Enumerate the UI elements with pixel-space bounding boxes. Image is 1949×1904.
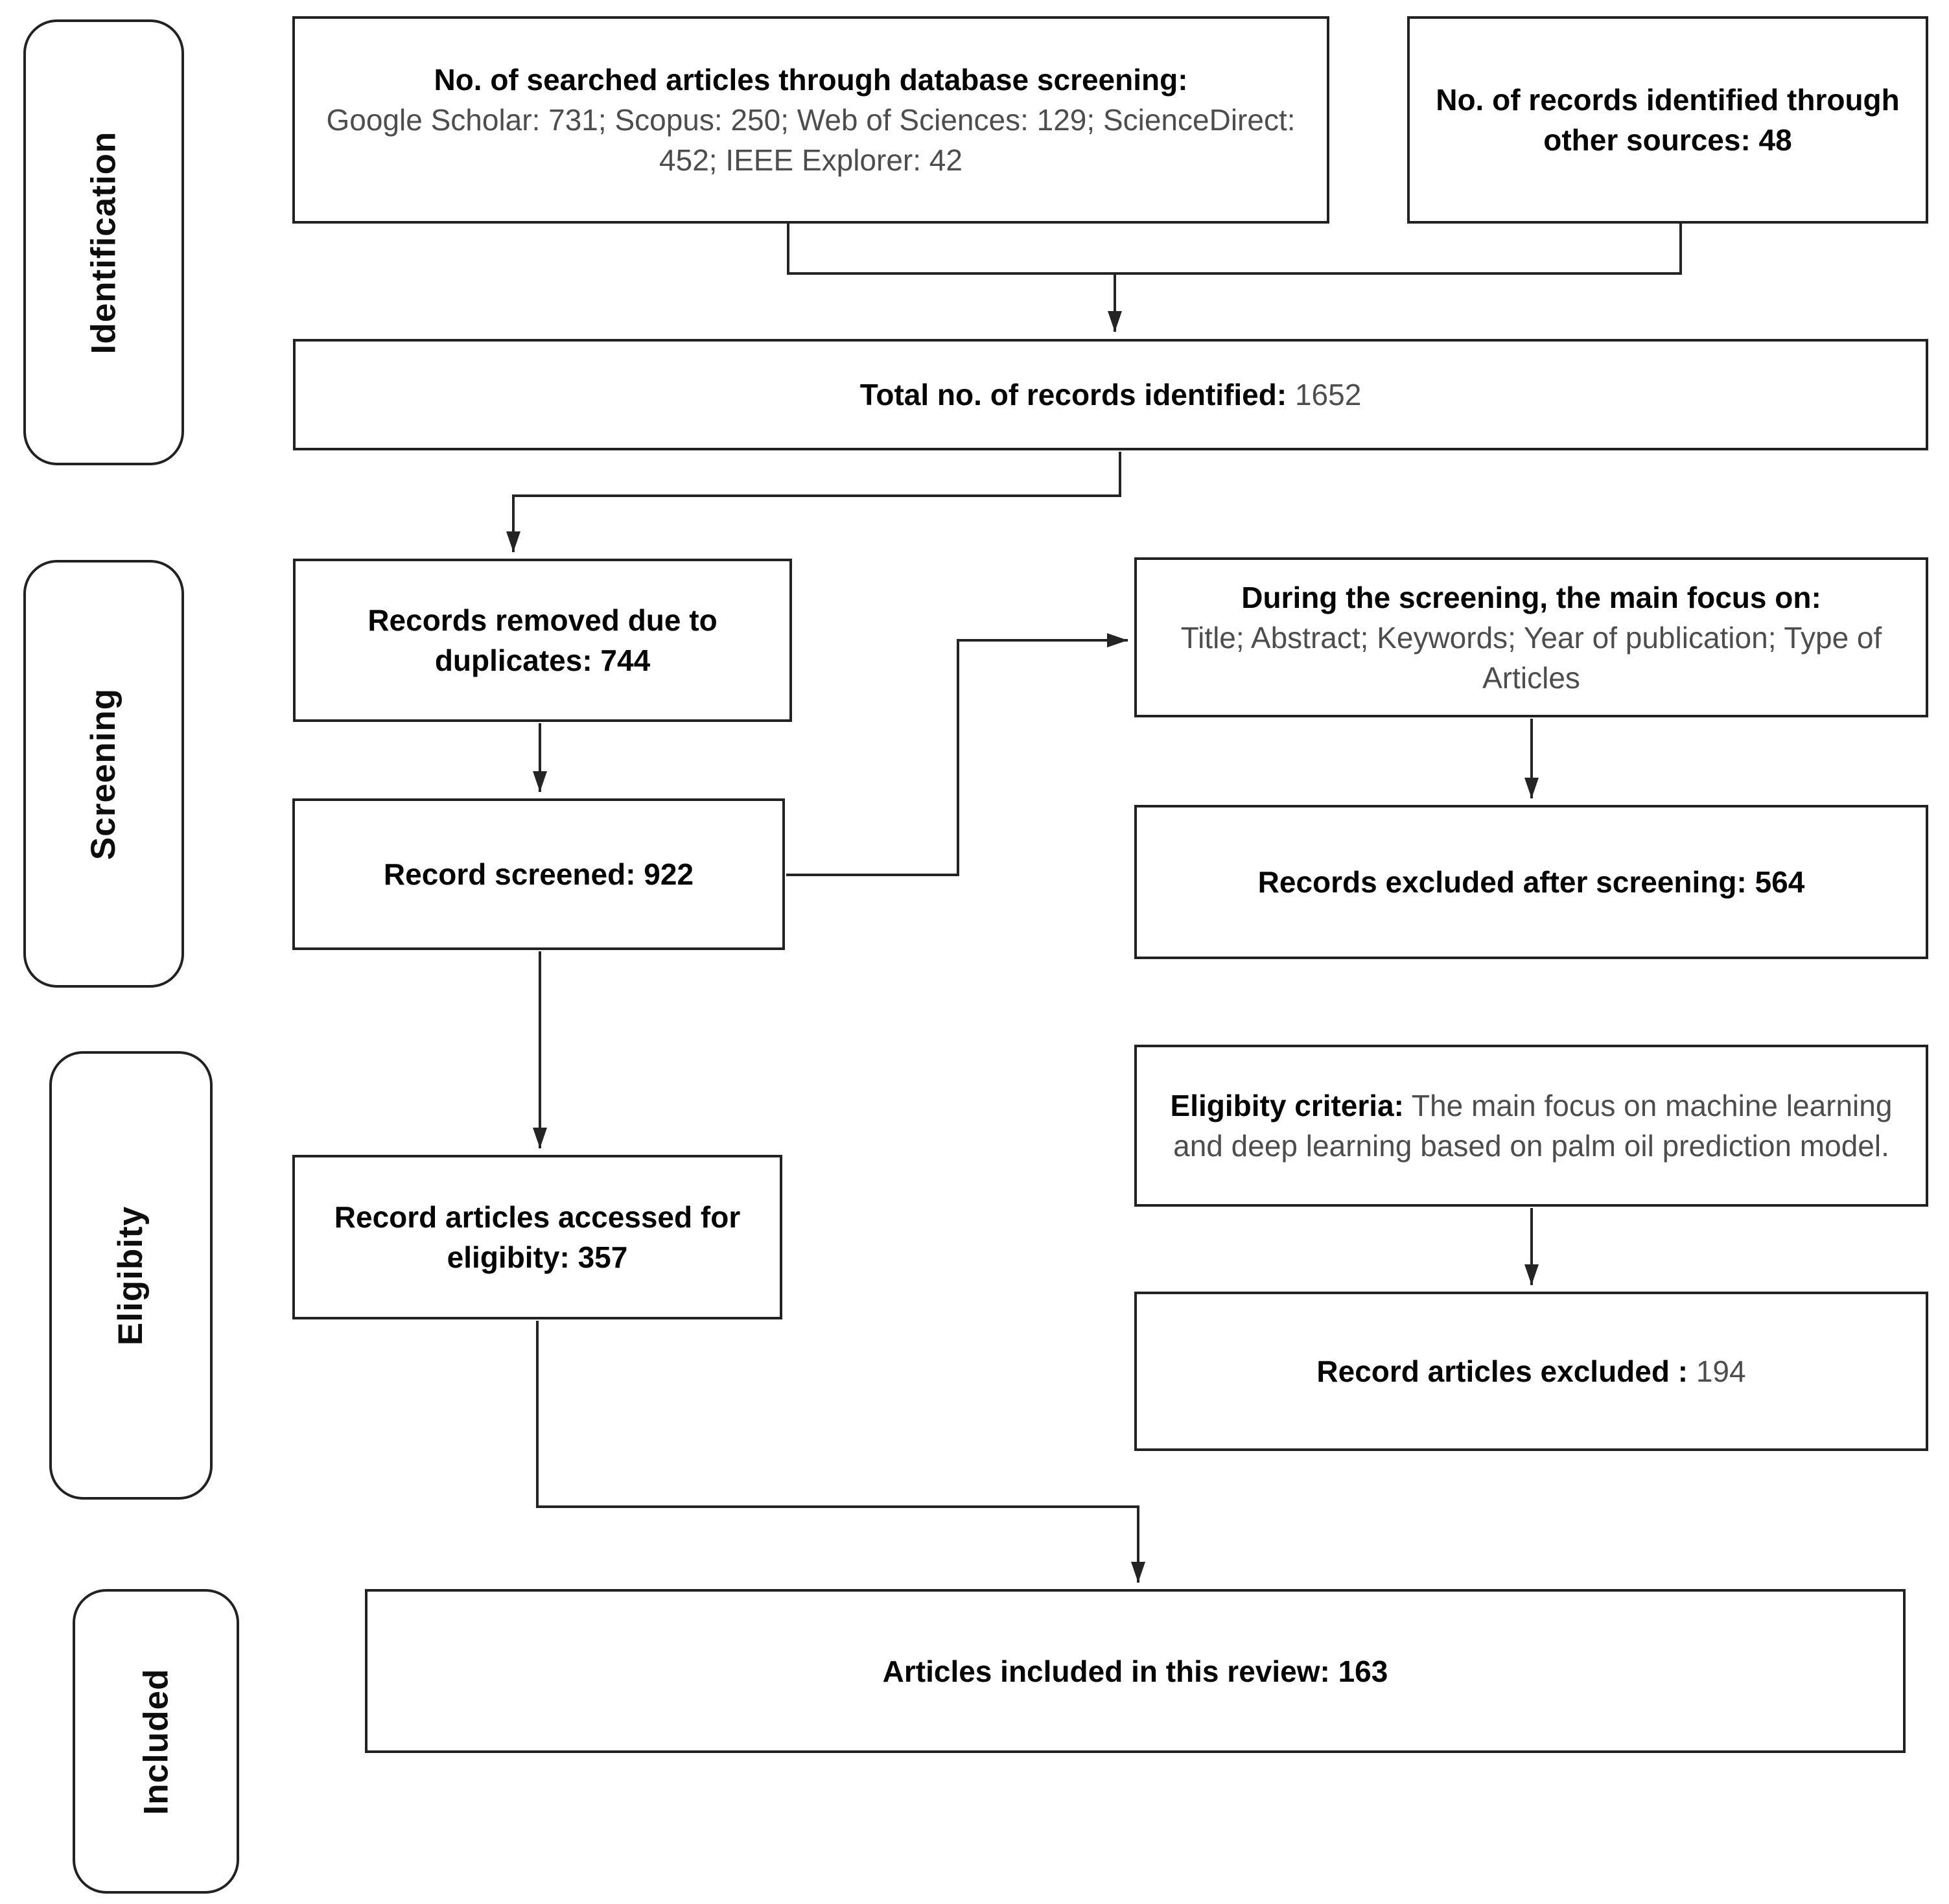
- box-articles-included: Articles included in this review: 163: [365, 1589, 1906, 1753]
- box-total-records-value: 1652: [1294, 378, 1362, 412]
- box-articles-included-title: Articles included in this review: 163: [882, 1654, 1388, 1688]
- box-excluded-after-screening-text: Records excluded after screening: 564: [1258, 862, 1805, 902]
- box-eligibity-criteria: Eligibity criteria: The main focus on ma…: [1134, 1045, 1928, 1207]
- box-excluded-after-screening: Records excluded after screening: 564: [1134, 805, 1928, 959]
- box-total-records-text: Total no. of records identified: 1652: [860, 375, 1362, 415]
- box-articles-excluded-value: 194: [1696, 1354, 1746, 1388]
- stage-identification: Identification: [23, 19, 184, 465]
- box-articles-excluded-title: Record articles excluded :: [1316, 1354, 1688, 1388]
- box-eligibity-criteria-title: Eligibity criteria:: [1170, 1089, 1404, 1122]
- stage-eligibity-label: Eligibity: [111, 1205, 150, 1345]
- box-total-records: Total no. of records identified: 1652: [293, 339, 1928, 450]
- box-total-records-title: Total no. of records identified:: [859, 378, 1287, 412]
- box-other-sources-text: No. of records identified through other …: [1428, 80, 1908, 160]
- arrow-screened-to-during: [786, 633, 1128, 876]
- box-duplicates-removed-text: Records removed due to duplicates: 744: [314, 600, 771, 680]
- box-searched-articles-text: No. of searched articles through databas…: [313, 60, 1309, 180]
- box-screening-focus-title: During the screening, the main focus on:: [1241, 580, 1821, 614]
- stage-included: Included: [73, 1589, 239, 1894]
- box-articles-excluded-text: Record articles excluded : 194: [1316, 1351, 1745, 1391]
- box-searched-articles-title: No. of searched articles through databas…: [434, 63, 1188, 97]
- box-other-sources: No. of records identified through other …: [1407, 16, 1928, 224]
- box-record-screened-title: Record screened: 922: [383, 857, 694, 891]
- box-excluded-after-screening-title: Records excluded after screening: 564: [1257, 865, 1805, 899]
- stage-eligibity: Eligibity: [49, 1051, 213, 1500]
- box-record-screened-text: Record screened: 922: [384, 854, 694, 894]
- box-accessed-for-eligibity: Record articles accessed for eligibity: …: [292, 1155, 782, 1319]
- box-record-screened: Record screened: 922: [292, 798, 785, 950]
- box-accessed-for-eligibity-text: Record articles accessed for eligibity: …: [313, 1197, 762, 1277]
- stage-screening-label: Screening: [84, 688, 123, 860]
- box-duplicates-removed: Records removed due to duplicates: 744: [293, 559, 792, 722]
- box-searched-articles: No. of searched articles through databas…: [292, 16, 1329, 224]
- box-duplicates-removed-title: Records removed due to duplicates: 744: [368, 603, 718, 677]
- stage-identification-label: Identification: [84, 131, 123, 354]
- box-screening-focus-body: Title; Abstract; Keywords; Year of publi…: [1180, 620, 1882, 695]
- arrow-accessed-to-included: [536, 1321, 1145, 1583]
- box-screening-focus-text: During the screening, the main focus on:…: [1155, 577, 1908, 698]
- box-articles-excluded: Record articles excluded : 194: [1134, 1292, 1928, 1451]
- box-screening-focus: During the screening, the main focus on:…: [1134, 557, 1928, 717]
- stage-included-label: Included: [137, 1668, 175, 1815]
- stage-screening: Screening: [23, 560, 184, 988]
- box-accessed-for-eligibity-title: Record articles accessed for eligibity: …: [334, 1200, 741, 1274]
- box-other-sources-title: No. of records identified through other …: [1436, 83, 1900, 157]
- arrow-total-to-duplicates: [506, 452, 1121, 552]
- merge-connector-top: [787, 224, 1682, 275]
- box-eligibity-criteria-text: Eligibity criteria: The main focus on ma…: [1155, 1086, 1908, 1166]
- box-articles-included-text: Articles included in this review: 163: [883, 1651, 1388, 1691]
- box-searched-articles-body: Google Scholar: 731; Scopus: 250; Web of…: [326, 103, 1296, 177]
- box-eligibity-criteria-body: The main focus on machine learning and d…: [1173, 1089, 1893, 1163]
